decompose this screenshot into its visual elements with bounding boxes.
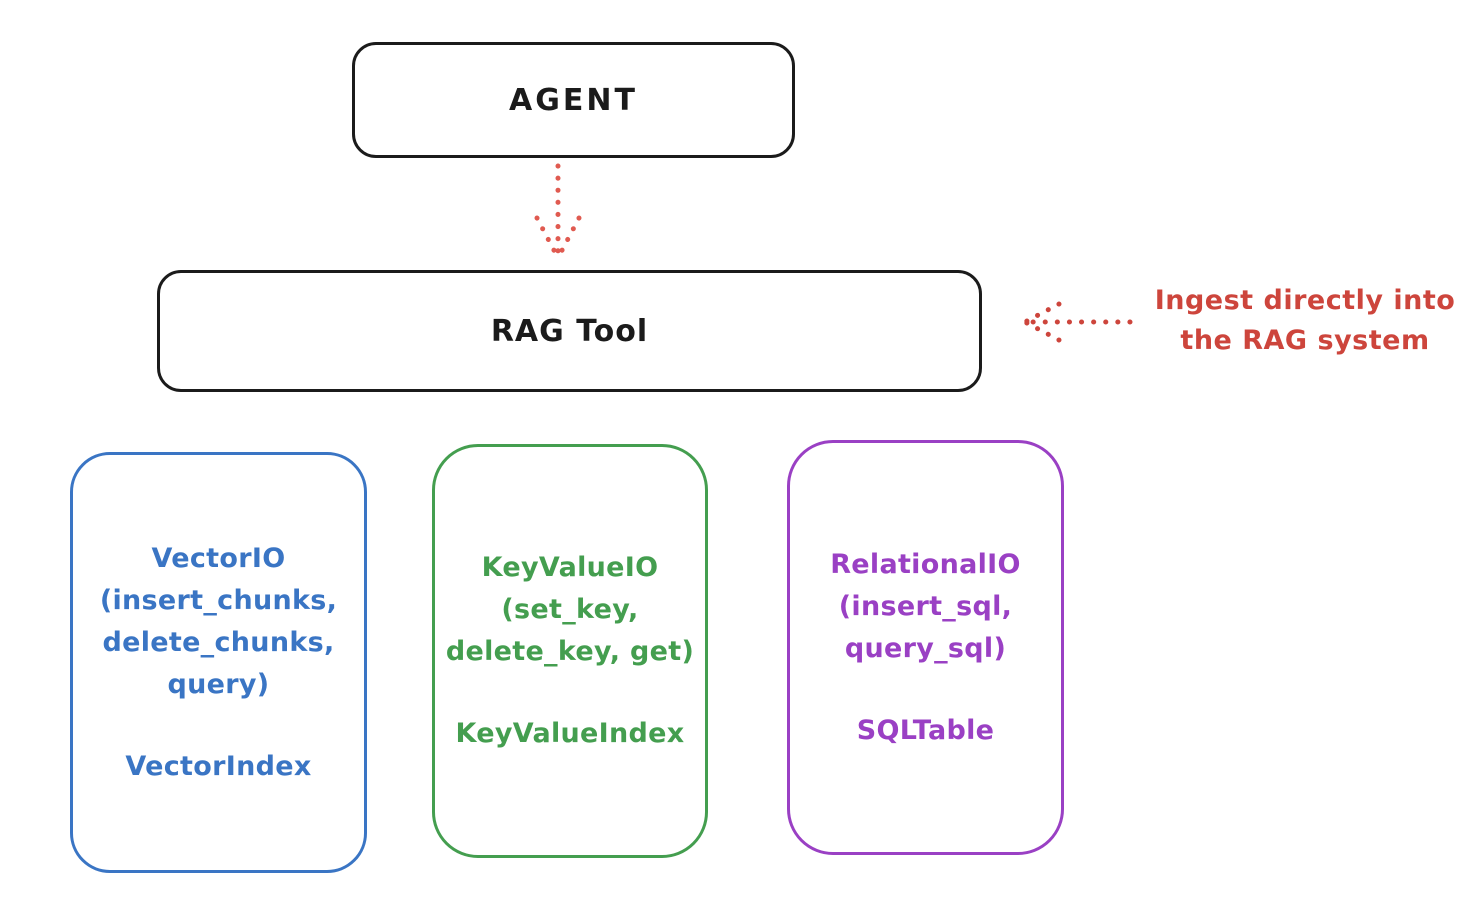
backend-node-vector-io: VectorIO (insert_chunks, delete_chunks, …	[70, 452, 367, 873]
vector-io-methods-label: VectorIO (insert_chunks, delete_chunks, …	[99, 542, 338, 700]
relational-io-methods-label: RelationalIO (insert_sql, query_sql)	[830, 548, 1021, 664]
agent-node-label: AGENT	[509, 82, 638, 118]
sql-table-label: SQLTable	[856, 714, 995, 746]
annotation-to-ragtool-arrow	[1022, 301, 1133, 343]
rag-tool-node-label: RAG Tool	[490, 313, 649, 349]
agent-node: AGENT	[352, 42, 795, 158]
backend-node-relational-io: RelationalIO (insert_sql, query_sql) SQL…	[787, 440, 1064, 855]
rag-tool-node: RAG Tool	[157, 270, 982, 392]
ingest-annotation: Ingest directly into the RAG system	[1154, 285, 1456, 356]
key-value-io-methods-label: KeyValueIO (set_key, delete_key, get)	[445, 552, 695, 667]
key-value-index-label: KeyValueIndex	[455, 718, 685, 749]
backend-node-key-value-io: KeyValueIO (set_key, delete_key, get) Ke…	[432, 444, 708, 858]
vector-index-label: VectorIndex	[125, 750, 312, 782]
agent-to-ragtool-arrow	[534, 163, 582, 259]
